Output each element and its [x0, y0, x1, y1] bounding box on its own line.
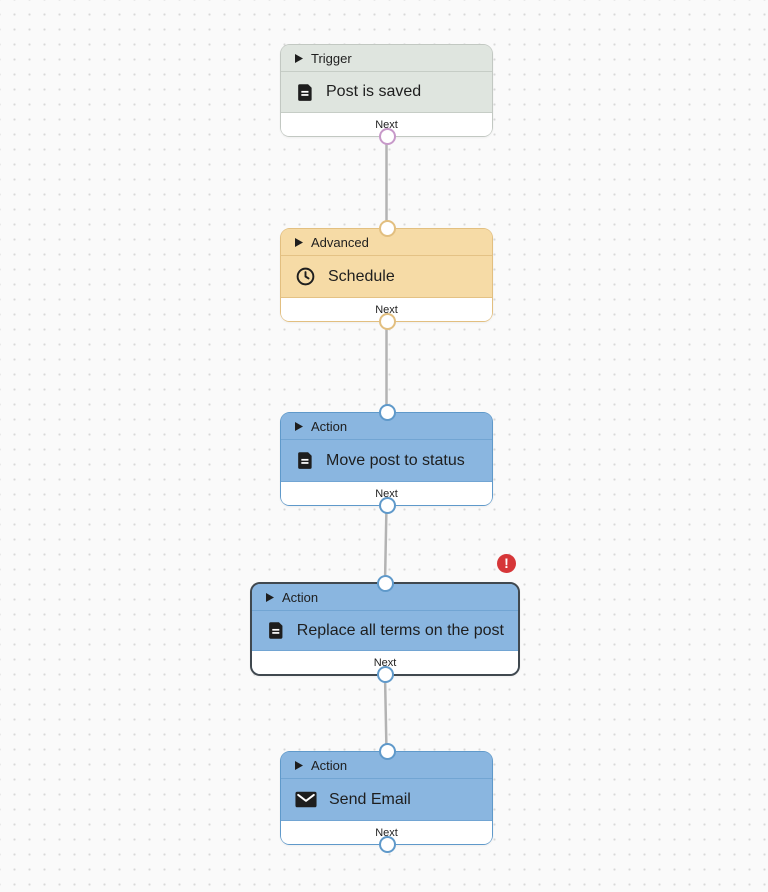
node-action-send-email[interactable]: Action Send Email Next	[280, 743, 493, 853]
node-advanced-schedule[interactable]: Advanced Schedule Next	[280, 220, 493, 330]
node-category-label: Trigger	[311, 50, 352, 66]
collapse-arrow-icon	[266, 592, 274, 602]
input-port[interactable]	[378, 743, 396, 760]
node-next-slot: Next	[281, 113, 492, 136]
next-label: Next	[375, 487, 398, 500]
output-port[interactable]	[378, 497, 396, 514]
input-port[interactable]	[378, 404, 396, 421]
output-port[interactable]	[378, 128, 396, 145]
node-title: Replace all terms on the post	[296, 621, 504, 639]
envelope-icon	[295, 791, 317, 808]
next-label: Next	[375, 303, 398, 316]
node-category-label: Advanced	[311, 234, 369, 250]
clock-icon	[296, 267, 315, 286]
node-header[interactable]: Action	[281, 413, 492, 440]
node-action-move-post-to-status[interactable]: Action Move post to status Next	[280, 404, 493, 514]
input-port[interactable]	[378, 220, 396, 237]
post-document-icon	[298, 452, 312, 469]
collapse-arrow-icon	[295, 421, 303, 431]
node-category-label: Action	[311, 418, 348, 434]
node-trigger-post-is-saved[interactable]: Trigger Post is saved Next	[280, 44, 493, 145]
next-label: Next	[373, 656, 397, 669]
node-title: Schedule	[328, 267, 395, 285]
node-next-slot: Next	[281, 821, 492, 844]
next-label: Next	[375, 118, 398, 131]
node-action-replace-all-terms[interactable]: Action Replace all terms on the post Nex…	[250, 575, 520, 683]
collapse-arrow-icon	[295, 237, 303, 247]
node-title: Move post to status	[326, 451, 465, 469]
node-next-slot: Next	[252, 651, 518, 674]
next-label: Next	[375, 826, 398, 839]
node-category-label: Action	[311, 757, 348, 773]
node-title: Send Email	[329, 790, 411, 808]
post-document-icon	[269, 622, 283, 639]
node-category-label: Action	[282, 589, 319, 605]
output-port[interactable]	[377, 666, 394, 683]
node-next-slot: Next	[281, 298, 492, 321]
node-next-slot: Next	[281, 482, 492, 505]
post-document-icon	[298, 83, 312, 101]
error-badge[interactable]: !	[497, 554, 516, 573]
node-title: Post is saved	[326, 83, 422, 100]
node-body: Move post to status	[281, 440, 492, 482]
node-body: Send Email	[281, 779, 492, 821]
node-body: Replace all terms on the post	[252, 611, 518, 651]
input-port[interactable]	[377, 575, 394, 592]
collapse-arrow-icon	[295, 53, 303, 63]
output-port[interactable]	[378, 836, 396, 853]
node-body: Schedule	[281, 256, 492, 298]
node-body: Post is saved	[281, 72, 492, 113]
output-port[interactable]	[378, 313, 396, 330]
collapse-arrow-icon	[295, 760, 303, 770]
node-header[interactable]: Trigger	[281, 45, 492, 72]
